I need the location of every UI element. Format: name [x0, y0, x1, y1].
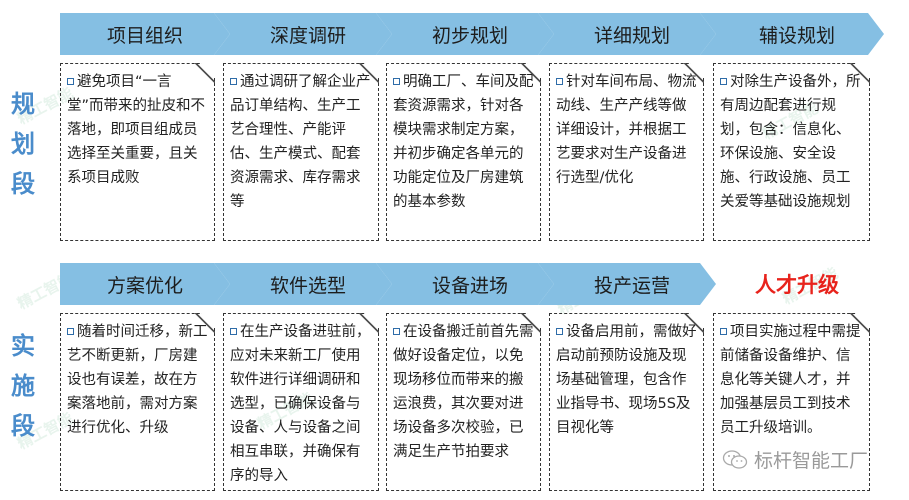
corner-cut — [684, 63, 704, 83]
square-bullet-icon — [67, 78, 74, 85]
step-description-box: 在生产设备进驻前，应对未来新工厂使用软件进行详细调研和选型，已确保设备与设备、人… — [223, 313, 379, 491]
footer-brand: 标杆智能工厂 — [722, 446, 868, 473]
stage-label-char: 施 — [11, 372, 35, 400]
step-chevron-auxiliary-planning: 辅设规划 — [700, 13, 884, 55]
step-title: 辅设规划 — [758, 24, 835, 47]
corner-cut — [359, 313, 379, 333]
step-description: 通过调研了解企业产品订单结构、生产工艺合理性、产能评估、生产模式、配套资源需求、… — [230, 74, 371, 210]
step-description: 设备启用前，需做好启动前预防设施及现场基础管理，包含作业指导书、现场5S及目视化… — [556, 324, 697, 436]
step-chevron-deep-research: 深度调研 — [214, 13, 392, 55]
corner-cut — [684, 313, 704, 333]
step-description-box: 在设备搬迁前首先需做好设备定位，以免现场移位而带来的搬运浪费，其次要对进场设备多… — [386, 313, 541, 491]
corner-cut — [521, 313, 541, 333]
corner-cut — [195, 313, 215, 333]
corner-cut — [850, 313, 870, 333]
step-title: 深度调研 — [269, 24, 346, 47]
square-bullet-icon — [393, 328, 400, 335]
step-description-box: 对除生产设备外，所有周边配套进行规划，包含：信息化、环保设施、安全设施、行政设施… — [713, 63, 870, 241]
corner-cut — [359, 63, 379, 83]
step-description: 项目实施过程中需提前储备设备维护、信息化等关键人才，并加强基层员工到技术员工升级… — [720, 324, 861, 436]
square-bullet-icon — [556, 78, 563, 85]
step-title: 投产运营 — [593, 274, 670, 297]
step-title: 详细规划 — [593, 24, 670, 47]
stage-label-char: 划 — [11, 130, 35, 158]
stage-label-char: 规 — [11, 90, 35, 118]
step-chevron-project-organization: 项目组织 — [60, 13, 230, 55]
step-title: 项目组织 — [106, 24, 183, 47]
stage-label-implementation: 实 施 段 — [8, 326, 38, 446]
square-bullet-icon — [556, 328, 563, 335]
step-title: 软件选型 — [269, 274, 346, 297]
step-description: 在生产设备进驻前，应对未来新工厂使用软件进行详细调研和选型，已确保设备与设备、人… — [230, 324, 371, 484]
square-bullet-icon — [230, 328, 237, 335]
step-description: 避免项目“一言堂”而带来的扯皮和不落地，即项目组成员选择至关重要，且关系项目成败 — [67, 74, 206, 186]
square-bullet-icon — [720, 78, 727, 85]
footer-brand-text: 标杆智能工厂 — [754, 450, 869, 472]
step-description-box: 明确工厂、车间及配套资源需求，针对各模块需求制定方案，并初步确定各单元的功能定位… — [386, 63, 541, 241]
corner-cut — [850, 63, 870, 83]
step-chevron-detailed-planning: 详细规划 — [538, 13, 716, 55]
step-description-box: 通过调研了解企业产品订单结构、生产工艺合理性、产能评估、生产模式、配套资源需求、… — [223, 63, 379, 241]
step-chevron-talent-upgrade: 人才升级 — [700, 263, 884, 305]
step-description-box: 针对车间布局、物流动线、生产产线等做详细设计，并根据工艺要求对生产设备进行选型/… — [549, 63, 704, 241]
step-description-box: 项目实施过程中需提前储备设备维护、信息化等关键人才，并加强基层员工到技术员工升级… — [713, 313, 870, 491]
step-title: 初步规划 — [431, 24, 508, 47]
wechat-icon — [722, 449, 748, 471]
step-chevron-software-selection: 软件选型 — [214, 263, 392, 305]
stage-label-char: 段 — [11, 170, 35, 198]
square-bullet-icon — [230, 78, 237, 85]
step-description-box: 设备启用前，需做好启动前预防设施及现场基础管理，包含作业指导书、现场5S及目视化… — [549, 313, 704, 491]
step-description: 在设备搬迁前首先需做好设备定位，以免现场移位而带来的搬运浪费，其次要对进场设备多… — [393, 324, 534, 460]
stage-label-planning: 规 划 段 — [8, 84, 38, 204]
square-bullet-icon — [67, 328, 74, 335]
stage-label-char: 实 — [11, 332, 35, 360]
step-description: 明确工厂、车间及配套资源需求，针对各模块需求制定方案，并初步确定各单元的功能定位… — [393, 74, 534, 210]
step-title: 方案优化 — [106, 274, 183, 297]
step-description: 对除生产设备外，所有周边配套进行规划，包含：信息化、环保设施、安全设施、行政设施… — [720, 74, 861, 210]
square-bullet-icon — [393, 78, 400, 85]
step-title: 设备进场 — [431, 274, 508, 297]
corner-cut — [195, 63, 215, 83]
step-chevron-plan-optimization: 方案优化 — [60, 263, 230, 305]
step-description-box: 随着时间迁移，新工艺不断更新，厂房建设也有误差，故在方案落地前，需对方案进行优化… — [60, 313, 215, 491]
step-chevron-preliminary-planning: 初步规划 — [376, 13, 554, 55]
corner-cut — [521, 63, 541, 83]
step-description: 随着时间迁移，新工艺不断更新，厂房建设也有误差，故在方案落地前，需对方案进行优化… — [67, 324, 208, 436]
square-bullet-icon — [720, 328, 727, 335]
step-chevron-equipment-entry: 设备进场 — [376, 263, 554, 305]
step-title-highlight: 人才升级 — [755, 273, 839, 297]
stage-label-char: 段 — [11, 412, 35, 440]
step-description: 针对车间布局、物流动线、生产产线等做详细设计，并根据工艺要求对生产设备进行选型/… — [556, 74, 697, 186]
step-description-box: 避免项目“一言堂”而带来的扯皮和不落地，即项目组成员选择至关重要，且关系项目成败 — [60, 63, 215, 241]
step-chevron-production-operation: 投产运营 — [538, 263, 716, 305]
